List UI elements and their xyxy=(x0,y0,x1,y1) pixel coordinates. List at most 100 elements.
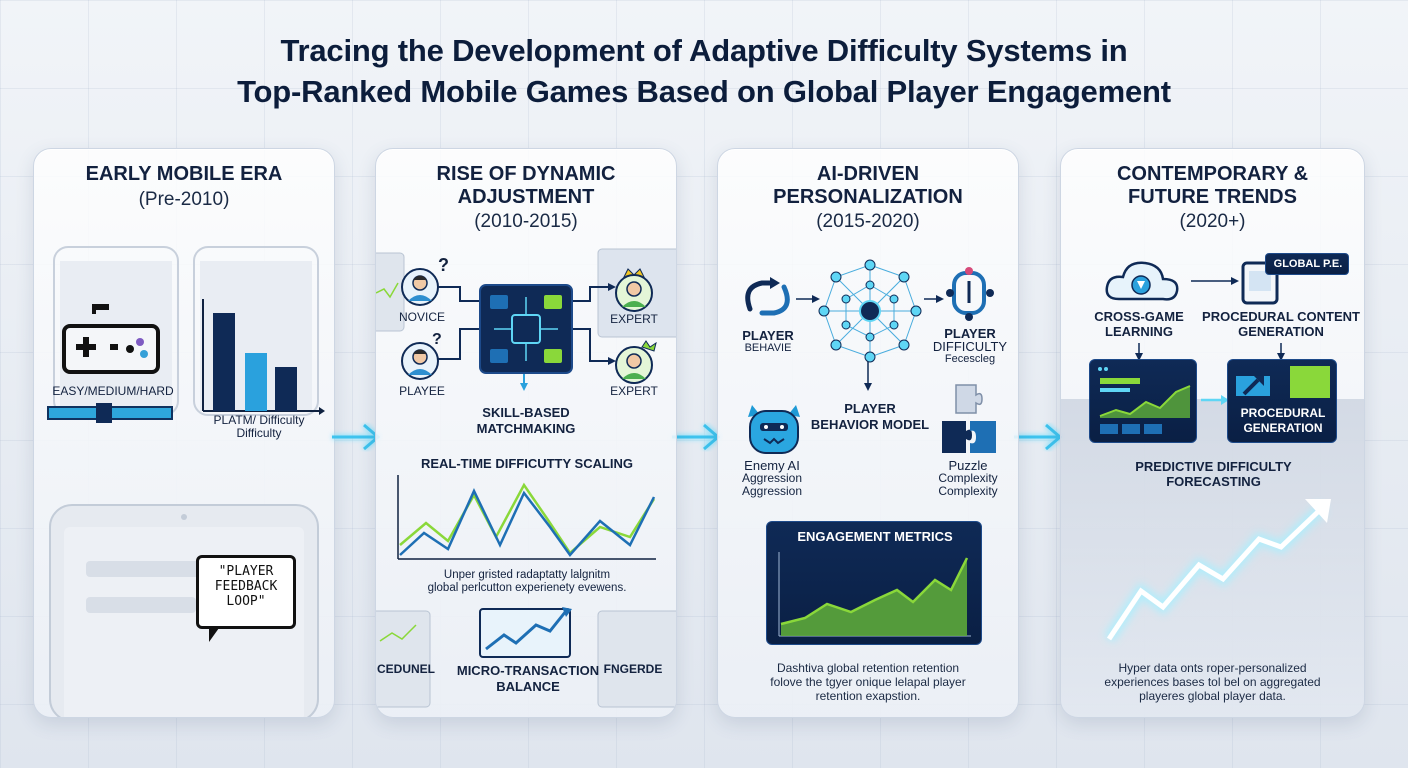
procedural-line-1: PROCEDURAL CONTENT xyxy=(1202,309,1360,324)
puzzle-line-3: Complexity xyxy=(938,484,998,498)
enemy-ai-label: Enemy AI Aggression Aggression xyxy=(726,459,818,498)
model-line-1: PLAYER xyxy=(844,401,896,416)
cross-game-dashboard xyxy=(1089,359,1197,443)
global-pe-label: GLOBAL P.E. xyxy=(1273,258,1343,270)
difficulty-bar-chart xyxy=(202,299,325,415)
caption-line-2: global perlcutton experienety evewens. xyxy=(427,582,627,594)
panel-heading-line-1: AI-DRIVEN xyxy=(816,163,920,185)
crossgame-line-1: CROSS-GAME xyxy=(1094,309,1184,324)
player-behavior-model-label: PLAYER BEHAVIOR MODEL xyxy=(802,401,938,433)
player-avatar-icon xyxy=(401,342,439,380)
gamepad-icon xyxy=(62,304,160,374)
expert-avatar-icon xyxy=(615,340,657,384)
chart-label: PLATM/ Difficulty Difficulty xyxy=(199,414,319,440)
panel-dates: (Pre-2010) xyxy=(138,189,230,210)
panel-heading: CONTEMPORARY & FUTURE TRENDS xyxy=(1061,163,1364,209)
arrow-right-icon xyxy=(1014,422,1065,452)
forecast-trend-arrow xyxy=(1104,499,1331,643)
puzzle-complexity-label: Puzzle Complexity Complexity xyxy=(922,459,1014,498)
difficulty-line-3: Fecescleg xyxy=(944,353,996,365)
panel-shade xyxy=(1061,399,1364,717)
expert-label-2: EXPERT xyxy=(610,384,658,398)
predictive-difficulty-label: PREDICTIVE DIFFICULTY FORECASTING xyxy=(1091,459,1336,489)
behavie-line-2: BEHAVIE xyxy=(744,342,792,354)
real-time-scaling-label: REAL-TIME DIFFICUTTY SCALING xyxy=(420,456,634,471)
skill-based-matchmaking-label: SKILL-BASED MATCHMAKING xyxy=(436,405,616,437)
panel-rise-of-dynamic-adjustment: RISE OF DYNAMIC ADJUSTMENT (2010-2015) ?… xyxy=(375,148,677,718)
flow-arrow-icon xyxy=(1191,277,1239,285)
matchmaking-line-2: MATCHMAKING xyxy=(476,421,576,436)
difficulty-scaling-line-chart xyxy=(397,475,656,560)
behavior-loop-icon xyxy=(745,277,790,316)
panel-heading: AI-DRIVEN PERSONALIZATION xyxy=(718,163,1018,209)
panel-heading: EARLY MOBILE ERA xyxy=(85,163,283,185)
cedunel-label: CEDUNEL xyxy=(376,662,435,676)
title-line-1: Tracing the Development of Adaptive Diff… xyxy=(280,33,1128,68)
engagement-metrics-panel: ENGAGEMENT METRICS xyxy=(766,521,982,645)
question-mark-icon: ? xyxy=(438,255,449,275)
model-connections xyxy=(796,295,944,391)
procedural-line-2: GENERATION xyxy=(1238,324,1324,339)
difficulty-modes-label: EASY/MEDIUM/HARD xyxy=(52,384,174,398)
panel-footer-text: Dashtiva global retention retention folo… xyxy=(718,661,1018,703)
fngerde-label: FNGERDE xyxy=(603,662,663,676)
micro-transaction-chart-icon xyxy=(479,607,572,658)
footer-line-1: Dashtiva global retention retention xyxy=(776,661,960,675)
scaling-caption: Unper gristed radaptatty lalgnitm global… xyxy=(390,569,664,595)
crossgame-line-2: LEARNING xyxy=(1105,324,1173,339)
matchmaking-connections xyxy=(438,283,616,391)
enemy-line-2: Aggression xyxy=(741,471,803,485)
footer-line-3: retention exapstion. xyxy=(815,689,921,703)
matchmaking-chip-icon xyxy=(479,284,573,374)
proc-box-line-1: PROCEDURAL xyxy=(1240,406,1326,420)
enemy-ai-monster-icon xyxy=(748,405,800,454)
matchmaking-line-1: SKILL-BASED xyxy=(482,405,570,420)
difficulty-line-1: PLAYER xyxy=(944,326,996,341)
global-pe-badge: GLOBAL P.E. xyxy=(1265,253,1349,275)
proc-box-label: PROCEDURAL GENERATION xyxy=(1228,406,1338,436)
difficulty-line-2: DIFFICULTY xyxy=(932,339,1008,354)
chart-label-line-1: PLATM/ Difficulty xyxy=(213,413,305,427)
panel-dates: (2015-2020) xyxy=(816,211,920,232)
difficulty-slider xyxy=(47,403,173,423)
behavie-line-1: PLAYER xyxy=(742,328,794,343)
footer-line-3: playeres global player data. xyxy=(1139,689,1286,703)
bubble-line-1: "PLAYER xyxy=(218,564,274,579)
panel-heading-line-1: CONTEMPORARY & xyxy=(1116,163,1309,185)
footer-line-2: experiences bases tol bel on aggregated xyxy=(1104,675,1321,689)
novice-label: NOVICE xyxy=(398,310,445,324)
title-line-2: Top-Ranked Mobile Games Based on Global … xyxy=(237,74,1171,109)
engagement-line-chart xyxy=(778,552,971,637)
panel-heading-line-1: RISE OF DYNAMIC xyxy=(436,163,616,185)
procedural-content-label: PROCEDURAL CONTENT GENERATION xyxy=(1201,309,1361,339)
panel-footer-text: Hyper data onts roper-personalized exper… xyxy=(1061,661,1364,703)
panel-dates: (2020+) xyxy=(1179,211,1246,232)
micro-line-2: BALANCE xyxy=(496,679,560,694)
enemy-line-1: Enemy AI xyxy=(744,458,800,473)
flow-arrow-icon xyxy=(1201,395,1229,405)
thumbnail-screen-left xyxy=(376,610,431,708)
bubble-line-2: FEEDBACK xyxy=(214,579,278,594)
playee-label: PLAYEE xyxy=(399,384,445,398)
dashboard-chart xyxy=(1098,367,1191,434)
predictive-line-1: PREDICTIVE DIFFICULTY xyxy=(1135,459,1292,474)
panel-heading-line-2: ADJUSTMENT xyxy=(457,186,595,208)
player-behavie-label: PLAYER BEHAVIE xyxy=(724,329,812,355)
expert-avatar-icon xyxy=(615,268,653,312)
panel-ai-driven-personalization: AI-DRIVEN PERSONALIZATION (2015-2020) PL… xyxy=(717,148,1019,718)
chart-label-line-2: Difficulty xyxy=(236,426,282,440)
neural-network-icon xyxy=(818,259,922,363)
footer-line-2: folove the tgyer onique lelapal player xyxy=(770,675,966,689)
enemy-line-3: Aggression xyxy=(741,484,803,498)
footer-line-1: Hyper data onts roper-personalized xyxy=(1118,661,1307,675)
flow-connections xyxy=(1135,343,1285,361)
micro-transaction-label: MICRO-TRANSACTION BALANCE xyxy=(440,663,616,695)
panel-contemporary-future-trends: CONTEMPORARY & FUTURE TRENDS (2020+) GLO… xyxy=(1060,148,1365,718)
puzzle-line-1: Puzzle xyxy=(948,458,988,473)
panel-heading-line-2: PERSONALIZATION xyxy=(773,186,963,208)
thumbnail-screen-right xyxy=(597,610,676,708)
model-line-2: BEHAVIOR MODEL xyxy=(810,417,930,432)
player-difficulty-label: PLAYER DIFFICULTY Fecescleg xyxy=(924,327,1016,366)
bubble-line-3: LOOP" xyxy=(226,594,266,609)
micro-line-1: MICRO-TRANSACTION xyxy=(456,663,600,678)
